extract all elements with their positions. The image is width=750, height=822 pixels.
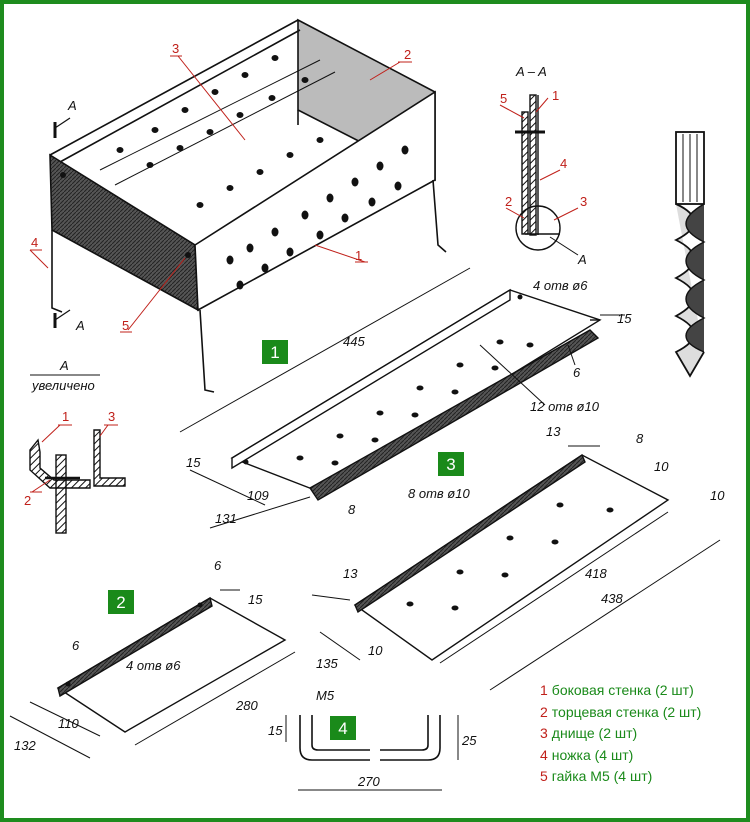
dim-width-outer: 131	[215, 511, 237, 526]
end-wall-front	[49, 153, 199, 312]
leg	[199, 309, 215, 393]
leg	[51, 230, 63, 313]
cut-label: A	[67, 98, 77, 113]
detail-caption: увеличено	[31, 378, 95, 393]
part-badge	[438, 452, 464, 476]
legend-number: 4	[540, 746, 548, 763]
callout-3: 3	[172, 41, 179, 56]
dim-418: 418	[585, 566, 607, 581]
detail-ref: A	[577, 252, 587, 267]
part-4-leg	[285, 715, 459, 791]
holes-small: 4 отв ø6	[533, 278, 588, 293]
dim-13: 13	[546, 424, 561, 439]
thread-label: M5	[316, 688, 335, 703]
callout-1: 1	[62, 409, 69, 424]
legend-number: 2	[540, 703, 548, 720]
dim-flange: 8	[348, 502, 356, 517]
holes-end: 4 отв ø6	[126, 658, 181, 673]
dim-6: 6	[72, 638, 80, 653]
side-wall-front	[194, 90, 436, 312]
part-3-bottom	[311, 445, 721, 691]
callout-4: 4	[31, 235, 38, 250]
detail-a	[29, 429, 126, 534]
legend-text: гайка М5 (4 шт)	[551, 768, 653, 784]
legend-number: 1	[540, 682, 548, 698]
dim-438: 438	[601, 591, 623, 606]
callout-4: 4	[560, 156, 567, 171]
dim-132: 132	[14, 738, 36, 753]
part-badge-number: 1	[270, 343, 279, 362]
grill-assembly	[49, 18, 447, 393]
legend-text: торцевая стенка (2 шт)	[551, 703, 702, 720]
part-badge-number: 2	[116, 593, 125, 612]
legend-text: ножка (4 шт)	[551, 746, 634, 763]
callout-5: 5	[500, 91, 507, 106]
part-2-end-wall	[9, 589, 296, 759]
dim-15: 15	[617, 311, 632, 326]
dim-25: 25	[461, 733, 477, 748]
part-badge	[262, 340, 288, 364]
dim-270: 270	[357, 774, 380, 789]
dim-8: 8	[636, 431, 644, 446]
callout-3: 3	[580, 194, 587, 209]
dim-width-inner: 109	[247, 488, 269, 503]
cut-label: A	[75, 318, 85, 333]
callout-3: 3	[108, 409, 115, 424]
part-badge-number: 4	[338, 719, 347, 738]
part-badge-number: 3	[446, 455, 455, 474]
dim-135: 135	[316, 656, 338, 671]
callout-2: 2	[24, 493, 31, 508]
holes-bottom: 8 отв ø10	[408, 486, 470, 501]
dim-15: 15	[268, 723, 283, 738]
part-1-side-wall	[179, 267, 625, 529]
dim-13: 13	[343, 566, 358, 581]
legend-text: боковая стенка (2 шт)	[551, 682, 694, 698]
section-a-a	[515, 94, 579, 256]
dim-15: 15	[248, 592, 263, 607]
dim-280: 280	[235, 698, 258, 713]
dim-height: 15	[186, 455, 201, 470]
legend-number: 3	[540, 725, 548, 741]
dim-10: 10	[368, 643, 383, 658]
callout-2: 2	[404, 47, 411, 62]
dim-6: 6	[573, 365, 581, 380]
dim-length: 445	[343, 334, 365, 349]
detail-label: A	[59, 358, 69, 373]
legend-text: днище (2 шт)	[551, 725, 638, 741]
callout-5: 5	[122, 318, 129, 333]
holes-main: 12 отв ø10	[530, 399, 600, 414]
callout-1: 1	[552, 88, 559, 103]
drill-bit	[673, 131, 706, 378]
dim-10: 10	[710, 488, 725, 503]
dim-10: 10	[654, 459, 669, 474]
section-title: A – A	[515, 64, 547, 79]
legend-number: 5	[540, 768, 548, 784]
callout-2: 2	[505, 194, 512, 209]
dim-6: 6	[214, 558, 222, 573]
leg	[432, 179, 447, 253]
part-badge	[108, 590, 134, 614]
part-badge	[330, 716, 356, 740]
dim-110: 110	[58, 716, 79, 731]
callout-1: 1	[355, 248, 362, 263]
